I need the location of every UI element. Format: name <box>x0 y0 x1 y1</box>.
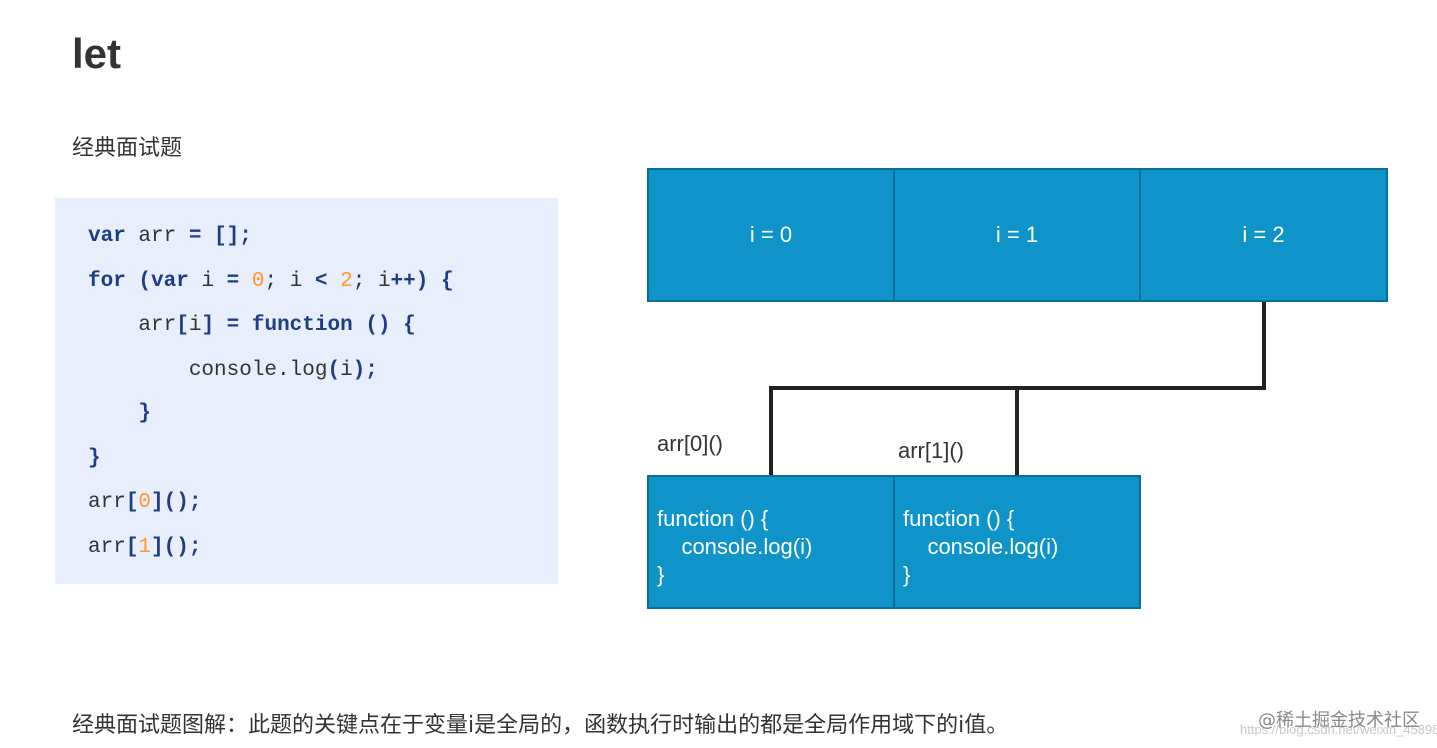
code-token: arr <box>88 314 177 337</box>
code-line: } <box>88 402 151 425</box>
code-token: 2 <box>340 270 353 293</box>
function-line: console.log(i) <box>903 534 1059 559</box>
code-token: = <box>226 270 240 293</box>
code-token: = <box>226 314 240 337</box>
code-token: ](); <box>151 536 202 559</box>
code-token: ; i <box>264 270 315 293</box>
function-box-1: function () { console.log(i) } <box>893 475 1141 609</box>
code-token: ++) { <box>390 270 454 293</box>
function-line: } <box>657 562 665 587</box>
code-token: () { <box>365 314 416 337</box>
code-token: [ <box>125 491 139 514</box>
code-token: ] <box>201 314 215 337</box>
code-token <box>126 270 139 293</box>
call-label-arr-0: arr[0]() <box>657 431 723 456</box>
slide-title: let <box>72 30 122 77</box>
function-line: function () { <box>903 506 1015 531</box>
scope-cell-i-0: i = 0 <box>647 168 895 302</box>
code-token <box>239 270 252 293</box>
code-line: arr[0](); <box>88 491 201 514</box>
code-token: var <box>88 225 126 248</box>
code-token: 0 <box>138 491 152 514</box>
code-line: } <box>88 447 101 470</box>
code-token: function <box>251 314 353 337</box>
code-token: arr <box>88 536 126 559</box>
code-panel: var arr = []; for (var i = 0; i < 2; i++… <box>55 198 558 584</box>
code-token: } <box>88 447 101 470</box>
code-token: arr <box>88 491 126 514</box>
code-token: = <box>188 225 202 248</box>
code-token: i <box>188 314 202 337</box>
code-token: ); <box>352 359 378 382</box>
code-token: < <box>314 270 328 293</box>
function-box-0: function () { console.log(i) } <box>647 475 895 609</box>
function-line: console.log(i) <box>657 534 813 559</box>
code-token: var <box>151 270 189 293</box>
code-token: ( <box>327 359 341 382</box>
code-line: arr[1](); <box>88 536 201 559</box>
slide-footer-caption: 经典面试题图解：此题的关键点在于变量i是全局的，函数执行时输出的都是全局作用域下… <box>72 713 1009 738</box>
connector-line <box>769 386 773 476</box>
code-token: arr <box>125 225 189 248</box>
code-token <box>88 402 138 425</box>
code-token: i <box>340 359 353 382</box>
slide-subtitle: 经典面试题 <box>72 136 183 161</box>
call-label-arr-1: arr[1]() <box>898 438 964 463</box>
code-token <box>328 270 341 293</box>
code-token <box>353 314 366 337</box>
code-token: ](); <box>151 491 202 514</box>
code-token: i <box>188 270 227 293</box>
code-line: console.log(i); <box>88 359 378 382</box>
code-token <box>239 314 252 337</box>
code-token <box>201 225 214 248</box>
scope-cell-i-1: i = 1 <box>893 168 1141 302</box>
code-token: 0 <box>251 270 265 293</box>
code-token: ( <box>138 270 152 293</box>
function-line: function () { <box>657 506 769 531</box>
code-token: ; i <box>352 270 391 293</box>
code-token: []; <box>214 225 252 248</box>
watermark-text: @稀土掘金技术社区 <box>1258 710 1420 731</box>
code-token: } <box>138 402 152 425</box>
code-line: arr[i] = function () { <box>88 314 416 337</box>
code-token: 1 <box>138 536 152 559</box>
code-token: console.log <box>88 359 328 382</box>
connector-line <box>1262 302 1266 390</box>
scope-cell-i-2: i = 2 <box>1139 168 1388 302</box>
code-token: for <box>88 270 126 293</box>
function-line: } <box>903 562 911 587</box>
watermark-url: https://blog.csdn.net/weixin_45898768 <box>1240 722 1437 737</box>
code-token: [ <box>176 314 189 337</box>
code-line: for (var i = 0; i < 2; i++) { <box>88 270 454 293</box>
code-token: [ <box>125 536 139 559</box>
connector-line <box>1015 386 1019 476</box>
code-token <box>214 314 227 337</box>
code-line: var arr = []; <box>88 225 252 248</box>
